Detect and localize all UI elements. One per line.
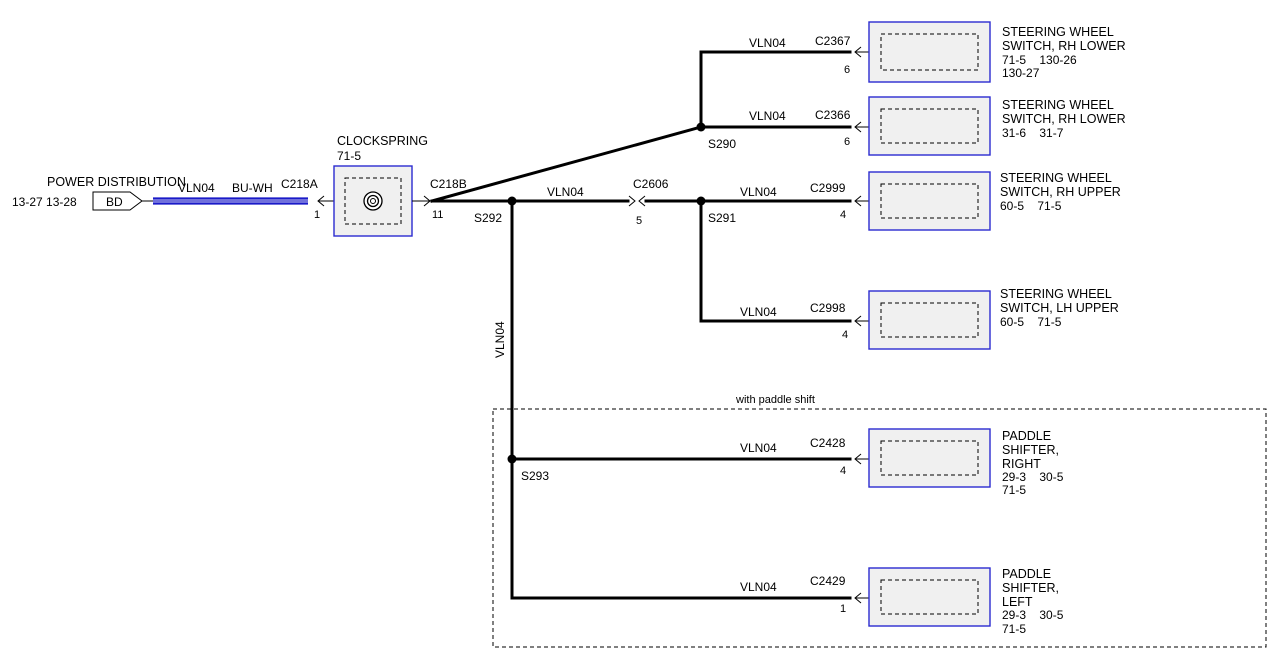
clockspring-label: CLOCKSPRING [337, 134, 428, 148]
splice-s291-label: S291 [708, 211, 736, 225]
splice-s292 [507, 196, 517, 206]
component-steering-switch-lh-upper: VLN04 C2998 4 STEERING WHEEL SWITCH, LH … [740, 287, 1119, 350]
splice-s293-label: S293 [521, 469, 549, 483]
vertical-wire-label: VLN04 [493, 321, 507, 358]
component-name-line1: PADDLE [1002, 429, 1051, 443]
pin-number: 6 [844, 136, 850, 148]
source-wire-label: VLN04 [178, 181, 215, 195]
component-name-line2: SWITCH, RH UPPER [1000, 185, 1121, 199]
splice-s292-label: S292 [474, 211, 502, 225]
bd-badge-text: BD [106, 195, 123, 209]
pin-number: 4 [840, 465, 846, 477]
component-refs-line2: 71-5 [1002, 483, 1026, 497]
connector-label: C2428 [810, 436, 846, 450]
wire-label: VLN04 [740, 185, 777, 199]
wire-label: VLN04 [740, 441, 777, 455]
component-name-line2: SHIFTER, [1002, 443, 1059, 457]
power-distribution-refs: 13-27 13-28 [12, 195, 77, 209]
component-paddle-shifter-left: VLN04 C2429 1 PADDLE SHIFTER, LEFT 29-3 … [740, 567, 1064, 636]
bd-terminal-badge: BD [92, 191, 143, 211]
component-name-line1: STEERING WHEEL [1002, 98, 1114, 112]
source-wire-color: BU-WH [232, 181, 273, 195]
paddle-shift-option-box [492, 408, 1267, 648]
component-refs-line1: 31-6 31-7 [1002, 126, 1064, 140]
pin-number: 6 [844, 64, 850, 76]
connector-label: C2366 [815, 108, 851, 122]
pin-number: 1 [840, 603, 846, 615]
arrow-c218b-icon [423, 195, 431, 207]
connector-c2606: C2606 [633, 177, 669, 191]
component-refs-line2: 71-5 [1002, 622, 1026, 636]
splice-s291 [696, 196, 706, 206]
component-refs-line1: 60-5 71-5 [1000, 315, 1062, 329]
connector-c218a: C218A [281, 177, 318, 191]
wire-label: VLN04 [740, 305, 777, 319]
wire-label: VLN04 [740, 580, 777, 594]
component-name-line3: LEFT [1002, 595, 1033, 609]
connector-c218a-pin: 1 [314, 209, 320, 221]
connector-c218b-pin: 11 [432, 209, 443, 221]
connector-label: C2999 [810, 181, 846, 195]
component-name-line2: SWITCH, RH LOWER [1002, 112, 1126, 126]
component-name-line1: STEERING WHEEL [1000, 287, 1112, 301]
clockspring-ref: 71-5 [337, 149, 361, 163]
component-paddle-shifter-right: VLN04 C2428 4 PADDLE SHIFTER, RIGHT 29-3… [740, 428, 1064, 497]
wire-label: VLN04 [749, 36, 786, 50]
wire-network [430, 50, 852, 600]
component-name-line2: SWITCH, LH UPPER [1000, 301, 1119, 315]
component-name-line1: STEERING WHEEL [1000, 171, 1112, 185]
pin-number: 4 [842, 329, 848, 341]
component-name-line3: RIGHT [1002, 457, 1041, 471]
paddle-shift-option-label: with paddle shift [735, 394, 815, 406]
power-distribution-label: POWER DISTRIBUTION [47, 175, 186, 189]
splice-s290 [696, 122, 706, 132]
splice-s290-label: S290 [708, 137, 736, 151]
component-name-line2: SWITCH, RH LOWER [1002, 39, 1126, 53]
component-refs-line1: 71-5 130-26 [1002, 53, 1077, 67]
component-name-line2: SHIFTER, [1002, 581, 1059, 595]
pin-number: 4 [840, 209, 846, 221]
connector-label: C2998 [810, 301, 846, 315]
arrow-c2606-icon [628, 195, 636, 207]
wire-label: VLN04 [749, 109, 786, 123]
clockspring-coil-icon [363, 191, 383, 211]
wire-label-s292-c2606: VLN04 [547, 185, 584, 199]
component-refs-line2: 130-27 [1002, 66, 1040, 80]
component-refs-line1: 60-5 71-5 [1000, 199, 1062, 213]
connector-label: C2367 [815, 34, 851, 48]
splice-s293 [507, 454, 517, 464]
component-name-line1: PADDLE [1002, 567, 1051, 581]
component-refs-line1: 29-3 30-5 [1002, 608, 1064, 622]
component-steering-switch-rh-upper: VLN04 C2999 4 STEERING WHEEL SWITCH, RH … [740, 171, 1121, 231]
connector-c218b: C218B [430, 177, 467, 191]
wire-source-bu-wh [153, 197, 308, 205]
clockspring-component [333, 165, 413, 237]
component-steering-switch-rh-lower-2: VLN04 C2366 6 STEERING WHEEL SWITCH, RH … [749, 96, 1126, 156]
component-name-line1: STEERING WHEEL [1002, 25, 1114, 39]
component-steering-switch-rh-lower-1: VLN04 C2367 6 STEERING WHEEL SWITCH, RH … [749, 21, 1126, 83]
connector-label: C2429 [810, 574, 846, 588]
component-refs-line1: 29-3 30-5 [1002, 470, 1064, 484]
connector-c2606-pin: 5 [636, 215, 642, 227]
